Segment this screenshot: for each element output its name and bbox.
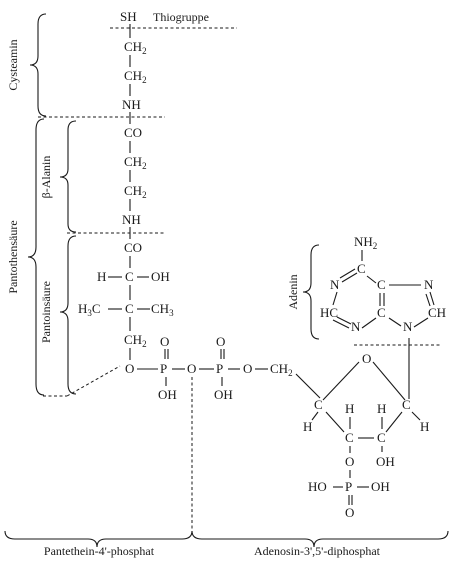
bond-c1-h (411, 411, 421, 421)
atom-c4: C (314, 397, 323, 412)
atom-sh: SH (120, 9, 137, 24)
atom-h-c1: H (420, 419, 429, 434)
bond-ch2-c4 (295, 373, 321, 399)
atom-n3: N (351, 319, 361, 334)
atom-oh-1: OH (151, 269, 170, 284)
atom-nh-2: NH (122, 212, 141, 227)
atom-c3: C (345, 430, 354, 445)
pantothensaeure-brace (27, 118, 45, 396)
bond-n7-c8-a (429, 291, 435, 306)
atom-ch2-4: CH2 (124, 183, 147, 200)
atom-n7: N (424, 277, 434, 292)
beta-alanin-brace (59, 120, 77, 233)
pantoinsaeure-brace (59, 235, 77, 395)
atom-h-c4: H (303, 419, 312, 434)
adenin-brace (302, 244, 320, 340)
atom-o-c3: O (345, 454, 354, 469)
pantoin-diagonal-line (66, 365, 121, 397)
bond-c2-n3-b (336, 316, 352, 325)
pantethein-brace (4, 530, 193, 548)
atom-c8: CH (428, 305, 446, 320)
atom-oh-p1: OH (158, 387, 177, 402)
atom-o-up-1: O (160, 334, 169, 349)
atom-oh-c2: OH (376, 454, 395, 469)
atom-o-1: O (125, 361, 134, 376)
atom-n1: N (330, 277, 340, 292)
atom-ch2-6: CH2 (270, 361, 293, 378)
atom-oh-p2: OH (214, 387, 233, 402)
thiogruppe-label: Thiogruppe (153, 10, 209, 24)
atom-c-2: C (125, 301, 134, 316)
bond-c6-n1-a (341, 272, 358, 283)
atom-oh-p3: OH (371, 479, 390, 494)
bond-n3-c4 (361, 317, 377, 329)
bond-c8-n9 (413, 317, 429, 328)
bond-c4-c3 (325, 411, 345, 433)
bond-n7-c8-b (425, 293, 431, 307)
atom-c-1: C (125, 269, 134, 284)
adenin-label: Adenin (286, 274, 300, 309)
atom-ch2-3: CH2 (124, 154, 147, 171)
pantethein-phosphat-label: Pantethein-4'-phosphat (44, 544, 155, 558)
beta-alanin-label: β-Alanin (39, 156, 53, 199)
adenosin-diphosphat-label: Adenosin-3',5'-diphosphat (254, 544, 381, 558)
atom-h-c2: H (377, 401, 386, 416)
bond-c1-c2 (385, 411, 403, 433)
bond-c2-n3-a (332, 319, 350, 329)
atom-nh2: NH2 (354, 234, 377, 251)
bond-n1-c2 (332, 291, 338, 306)
bond-o-ring-c1 (372, 361, 406, 401)
atom-h3c: H3C (78, 301, 101, 318)
bond-c5-c6 (366, 275, 377, 284)
atom-ho-p3: HO (308, 479, 327, 494)
atom-c2: C (377, 430, 386, 445)
atom-o-3: O (243, 361, 252, 376)
atom-c5-ad: C (377, 277, 386, 292)
atom-c2-hc: HC (320, 305, 338, 320)
atom-nh-1: NH (122, 97, 141, 112)
atom-o-ring: O (362, 351, 371, 366)
bond-c4-h (311, 411, 319, 421)
atom-c6: C (357, 261, 366, 276)
atom-h-1: H (97, 269, 106, 284)
atom-p-2: P (216, 361, 223, 376)
adenosin-brace (191, 530, 449, 548)
atom-o-p3-down: O (345, 505, 354, 520)
pantoinsaeure-label: Pantoinsäure (39, 281, 53, 343)
pantothensaeure-label: Pantothensäure (6, 220, 20, 293)
atom-ch3: CH3 (151, 301, 174, 318)
cysteamin-brace (29, 13, 47, 117)
atom-ch2-1: CH2 (124, 39, 147, 56)
atom-co-1: CO (124, 125, 142, 140)
atom-o-up-2: O (216, 334, 225, 349)
atom-p-1: P (160, 361, 167, 376)
atom-co-2: CO (124, 240, 142, 255)
atom-o-2: O (187, 361, 196, 376)
bond-c4-o-ring (322, 361, 360, 401)
atom-ch2-5: CH2 (124, 332, 147, 349)
atom-h-c3: H (345, 401, 354, 416)
bond-c6-n1-b (339, 268, 356, 279)
atom-c1: C (402, 397, 411, 412)
atom-p-3: P (345, 479, 352, 494)
atom-n9: N (403, 319, 413, 334)
atom-c4-ad: C (377, 305, 386, 320)
atom-ch2-2: CH2 (124, 68, 147, 85)
cysteamin-label: Cysteamin (6, 39, 20, 90)
bond-n9-c4 (388, 317, 402, 327)
